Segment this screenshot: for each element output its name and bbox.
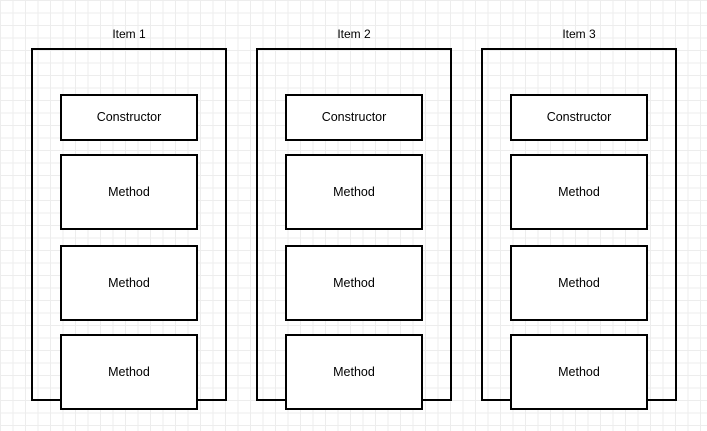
- method-box[interactable]: Method: [510, 334, 648, 410]
- constructor-label: Constructor: [96, 110, 162, 124]
- method-label: Method: [108, 364, 150, 379]
- method-box[interactable]: Method: [285, 245, 423, 321]
- method-label: Method: [558, 364, 600, 379]
- method-box[interactable]: Method: [285, 334, 423, 410]
- method-label: Method: [108, 275, 150, 290]
- constructor-box[interactable]: Constructor: [510, 94, 648, 141]
- column-title-item-2: Item 2: [337, 27, 371, 41]
- method-box[interactable]: Method: [60, 154, 198, 230]
- constructor-label: Constructor: [546, 110, 612, 124]
- column-title-item-3: Item 3: [562, 27, 596, 41]
- method-box[interactable]: Method: [510, 245, 648, 321]
- constructor-label: Constructor: [321, 110, 387, 124]
- method-box[interactable]: Method: [60, 334, 198, 410]
- class-box-item-3[interactable]: Constructor Method Method Method: [481, 48, 677, 410]
- method-label: Method: [333, 275, 375, 290]
- constructor-box[interactable]: Constructor: [60, 94, 198, 141]
- method-box[interactable]: Method: [60, 245, 198, 321]
- method-box[interactable]: Method: [285, 154, 423, 230]
- method-label: Method: [333, 184, 375, 199]
- method-label: Method: [558, 275, 600, 290]
- class-box-item-2[interactable]: Constructor Method Method Method: [256, 48, 452, 410]
- method-label: Method: [558, 184, 600, 199]
- method-label: Method: [333, 364, 375, 379]
- class-box-item-1[interactable]: Constructor Method Method Method: [31, 48, 227, 410]
- constructor-box[interactable]: Constructor: [285, 94, 423, 141]
- column-title-item-1: Item 1: [112, 27, 146, 41]
- method-box[interactable]: Method: [510, 154, 648, 230]
- method-label: Method: [108, 184, 150, 199]
